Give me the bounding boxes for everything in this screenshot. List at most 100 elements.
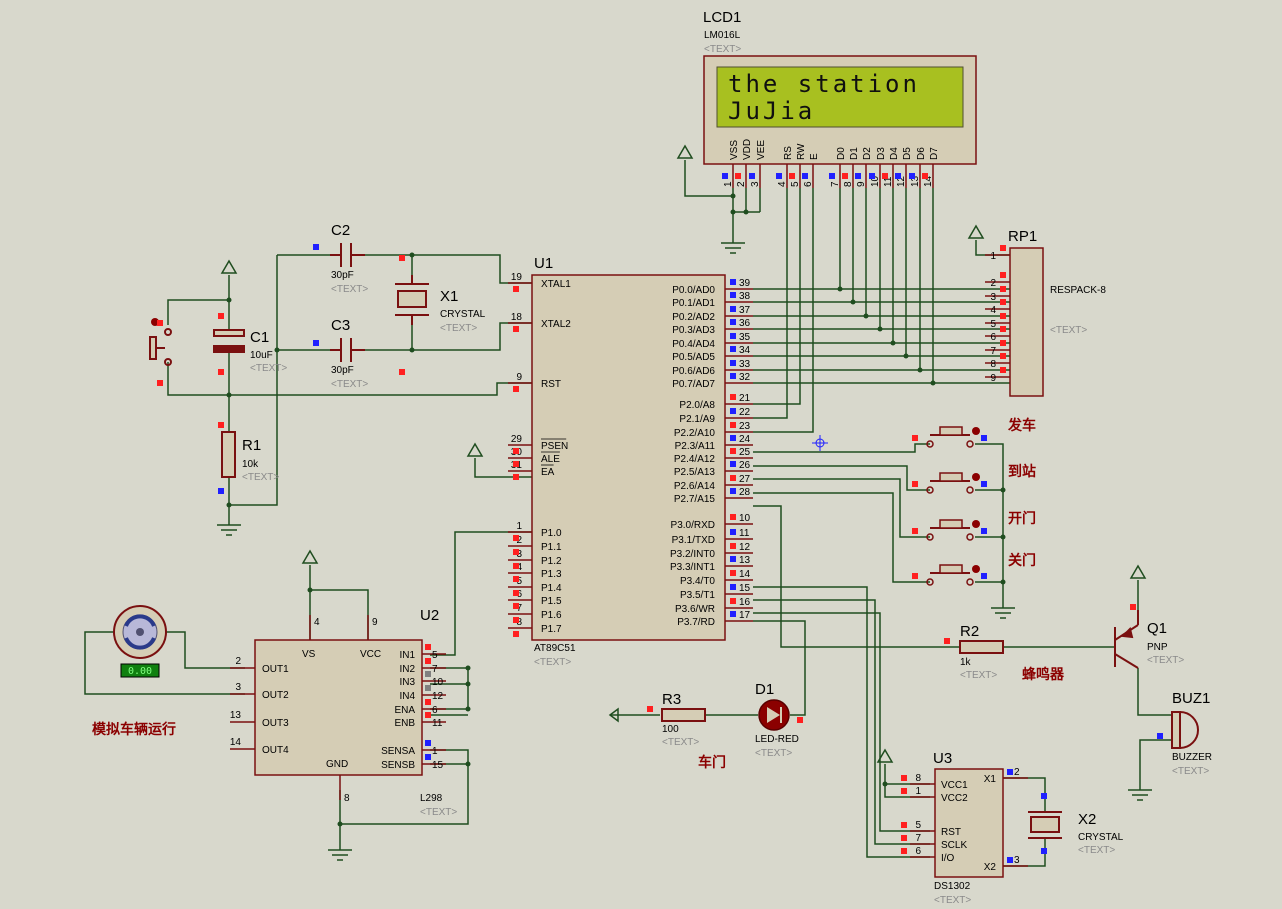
capacitor-c2[interactable] <box>330 243 365 267</box>
buzzer-buz1[interactable] <box>1171 711 1199 749</box>
u3-pin-number: 8 <box>915 773 921 784</box>
u1-pin-number: 3 <box>516 549 522 560</box>
u3-pin-number: 3 <box>1014 855 1020 866</box>
power-arrow <box>220 259 238 274</box>
pin-terminal-marker <box>1007 857 1013 863</box>
pin-terminal-marker <box>513 535 519 541</box>
u1-pin-number: 26 <box>739 460 751 471</box>
lcd-pin-name: D4 <box>889 147 900 160</box>
lcd-pin-name: D1 <box>849 147 860 160</box>
u2-pin-name: OUT3 <box>262 718 289 729</box>
button-cap <box>939 519 963 529</box>
c1-ref: C1 <box>250 329 269 346</box>
pin-terminal-marker <box>157 380 163 386</box>
pin-terminal-marker <box>1000 245 1006 251</box>
crystal-x1[interactable] <box>395 275 429 325</box>
transistor-q1[interactable] <box>1114 610 1139 669</box>
pin-terminal-marker <box>1000 340 1006 346</box>
u1-pin-number: 10 <box>739 513 751 524</box>
push-button[interactable] <box>926 519 980 541</box>
resistor-r2[interactable] <box>959 640 1004 654</box>
rp1-pin-number: 4 <box>990 305 996 316</box>
u1-pin-name: P0.1/AD1 <box>672 298 715 309</box>
pin-terminal-marker <box>730 333 736 339</box>
x1-value: CRYSTAL <box>440 309 486 320</box>
u1-pin-number: 16 <box>739 597 751 608</box>
button-cap <box>939 472 963 482</box>
pin-terminal-marker <box>797 717 803 723</box>
crystal-x2[interactable] <box>1028 811 1062 839</box>
u1-pin-name: P3.6/WR <box>675 604 715 615</box>
lcd-pin-number: 3 <box>750 181 761 187</box>
rtc-u3[interactable]: U3 DS1302 <TEXT> 8VCC11VCC25RST7SCLK6I/O… <box>910 750 1028 906</box>
pin-terminal-marker <box>912 528 918 534</box>
pin-terminal-marker <box>513 563 519 569</box>
button-contact <box>966 440 974 448</box>
lcd-pin-name: D0 <box>836 147 847 160</box>
push-button[interactable] <box>926 472 980 494</box>
pin-markers <box>157 173 1163 863</box>
u1-right-pins: 39P0.0/AD038P0.1/AD137P0.2/AD236P0.3/AD3… <box>670 278 753 628</box>
pin-terminal-marker <box>1000 367 1006 373</box>
u1-pin-number: 24 <box>739 434 751 445</box>
u1-pin-name: P1.0 <box>541 528 562 539</box>
pin-terminal-marker <box>513 590 519 596</box>
dc-motor[interactable]: 0.00 <box>112 605 168 678</box>
lcd-pin-name: D7 <box>929 147 940 160</box>
pin-terminal-marker <box>730 598 736 604</box>
pin-terminal-marker <box>425 712 431 718</box>
pin-terminal-marker <box>882 173 888 179</box>
u3-pin-name: X1 <box>984 774 997 785</box>
u2-pin-number: 14 <box>230 737 242 748</box>
u1-pin-number: 25 <box>739 447 751 458</box>
rp1-pin-number: 2 <box>990 278 996 289</box>
u1-ref: U1 <box>534 255 553 272</box>
c3-value: 30pF <box>331 365 354 376</box>
pin-terminal-marker <box>513 549 519 555</box>
capacitor-c3[interactable] <box>330 338 365 362</box>
u1-pin-number: 21 <box>739 393 751 404</box>
lcd-line-1: the station <box>728 70 920 98</box>
pin-terminal-marker <box>730 292 736 298</box>
pin-terminal-marker <box>1000 313 1006 319</box>
lcd-pin-name: D5 <box>902 147 913 160</box>
ground-symbols <box>217 242 1152 861</box>
button-label-open-door: 开门 <box>1008 510 1036 526</box>
led-d1[interactable] <box>758 699 790 731</box>
pin-terminal-marker <box>981 528 987 534</box>
lcd-display[interactable]: LCD1 LM016L <TEXT> the station JuJia VSS… <box>703 9 977 188</box>
mcu-u1[interactable]: U1 AT89C51 <TEXT> 19XTAL118XTAL29RST29PS… <box>508 255 753 668</box>
u1-pin-number: 6 <box>516 589 522 600</box>
pin-terminal-marker <box>1007 769 1013 775</box>
u3-pin-number: 6 <box>915 846 921 857</box>
pin-terminal-marker <box>901 788 907 794</box>
button-contact <box>926 440 934 448</box>
pin-terminal-marker <box>789 173 795 179</box>
pin-terminal-marker <box>869 173 875 179</box>
push-buttons[interactable] <box>926 426 980 586</box>
u2-pin-name: IN2 <box>399 664 415 675</box>
motor-driver-u2[interactable]: U2 L298 <TEXT> 2OUT13OUT213OUT314OUT44VS… <box>230 607 458 818</box>
u1-pin-number: 34 <box>739 345 751 356</box>
power-arrow <box>301 549 319 564</box>
r2-tag: <TEXT> <box>960 670 997 681</box>
resistor-r1[interactable] <box>221 431 236 478</box>
u1-pin-number: 36 <box>739 318 751 329</box>
pin-terminal-marker <box>730 584 736 590</box>
resistor-r3[interactable] <box>661 708 706 722</box>
button-contact <box>926 486 934 494</box>
rp1-tag: <TEXT> <box>1050 325 1087 336</box>
lcd-pin-name: D3 <box>876 147 887 160</box>
u1-pin-number: 15 <box>739 583 751 594</box>
push-button[interactable] <box>926 564 980 586</box>
x2-tag: <TEXT> <box>1078 845 1115 856</box>
power-arrow <box>466 442 484 457</box>
push-button[interactable] <box>926 426 980 448</box>
u2-pin-number: 4 <box>314 617 320 628</box>
capacitor-c1[interactable] <box>213 329 245 353</box>
pin-terminal-marker <box>730 514 736 520</box>
u1-pin-number: 12 <box>739 542 751 553</box>
u1-pin-number: 39 <box>739 278 751 289</box>
